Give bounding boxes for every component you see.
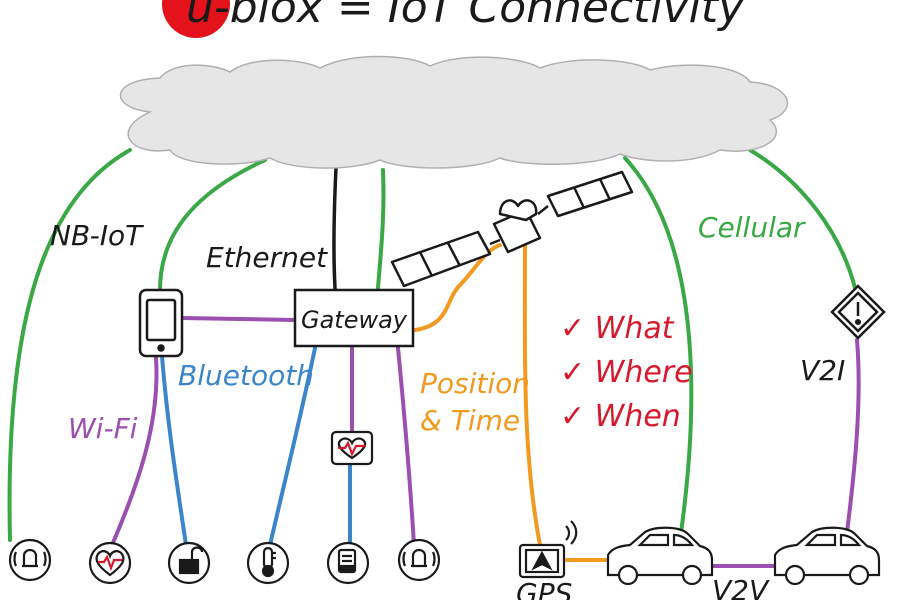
position-label-line2: & Time: [420, 404, 520, 437]
ethernet-label: Ethernet: [206, 241, 328, 274]
meter-icon: [326, 541, 370, 585]
device-row: [8, 520, 881, 586]
satellite-gps-position-line: [522, 243, 542, 547]
v2i-sign-cellular-line: [748, 148, 857, 290]
wifi-label: Wi-Fi: [68, 412, 138, 445]
gateway-label: Gateway: [301, 306, 408, 334]
nb-iot-label: NB-IoT: [50, 219, 144, 252]
v2i-line: [844, 338, 861, 542]
gps-label: GPS: [516, 577, 572, 600]
unlock-icon: [167, 541, 211, 585]
car1-cellular-line: [623, 156, 694, 542]
bluetooth-label: Bluetooth: [178, 359, 314, 392]
alarm-icon: [8, 538, 52, 582]
check-when-label: ✓ When: [560, 399, 681, 434]
title-text: u-blox = IoT Connectivity: [186, 0, 745, 33]
bluetooth-unlock-line: [160, 354, 188, 547]
heart-icon: [88, 541, 132, 585]
cloud-icon: [119, 55, 789, 169]
satellite-icon: [390, 170, 634, 288]
heart-monitor-icon: [330, 430, 374, 466]
brand-logo: [162, 0, 230, 38]
position-label-line1: Position: [420, 367, 530, 400]
alarm-icon: [397, 538, 441, 582]
thermometer-icon: [246, 541, 290, 585]
bluetooth-thermo-line: [268, 346, 317, 547]
smartphone-cellular-line: [158, 158, 267, 292]
check-where-label: ✓ Where: [560, 355, 693, 390]
gateway-alarm-wifi-line: [396, 346, 416, 547]
warning-sign-icon: [830, 284, 886, 340]
v2i-label: V2I: [800, 354, 845, 387]
smartphone-icon: [138, 288, 184, 358]
gateway-box: Gateway: [293, 288, 415, 348]
gps-device-icon: [518, 520, 578, 579]
car-icon: [606, 526, 714, 586]
gateway-cellular-line: [376, 168, 386, 290]
car-icon: [773, 526, 881, 586]
phone-gateway-wifi-line: [180, 316, 297, 322]
wifi-heart-line: [110, 356, 159, 547]
cellular-label: Cellular: [698, 211, 806, 244]
nb-iot-line: [7, 148, 132, 542]
ethernet-line: [332, 166, 338, 290]
title-group: u-blox = IoT Connectivity: [162, 0, 745, 38]
check-what-label: ✓ What: [560, 311, 675, 346]
v2v-label: V2V: [712, 574, 770, 600]
